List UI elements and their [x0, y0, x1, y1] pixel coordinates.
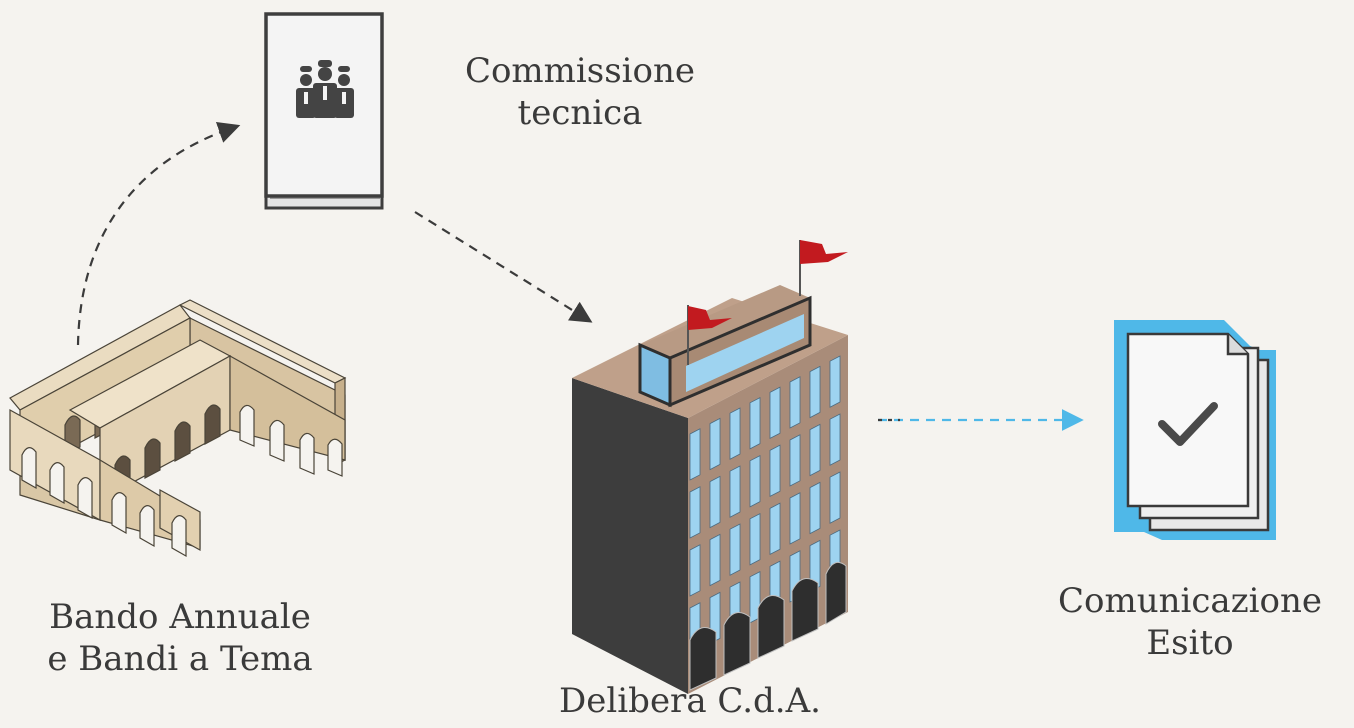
building-window [829, 355, 841, 408]
comunicazione-label: Comunicazione Esito [1030, 580, 1350, 664]
commissione-line1: Commissione [464, 51, 696, 91]
bando-line1: Bando Annuale [49, 597, 311, 637]
comunicazione-line2: Esito [1146, 623, 1234, 663]
building-window [709, 417, 721, 471]
building-window [829, 471, 841, 524]
building-window [809, 423, 821, 477]
building-window [789, 492, 801, 545]
building-window [709, 475, 721, 529]
commissione-line2: tecnica [517, 93, 643, 133]
building-window [789, 376, 801, 429]
arrow-commissione-to-delibera [414, 211, 593, 323]
bando-line2: e Bandi a Tema [47, 639, 313, 679]
building-window [749, 512, 761, 566]
arrow-bando-to-commissione [76, 121, 241, 346]
bando-label: Bando Annuale e Bandi a Tema [20, 596, 340, 680]
building-window [769, 444, 781, 498]
approved-document-icon [1114, 320, 1276, 540]
office-building-icon [572, 240, 848, 694]
building-window [769, 502, 781, 556]
book-with-workers-icon [264, 12, 384, 210]
building-window [749, 454, 761, 508]
commissione-label: Commissione tecnica [430, 50, 730, 134]
building-window [689, 544, 701, 597]
building-window [789, 434, 801, 487]
building-window [689, 486, 701, 539]
building-window [809, 481, 821, 535]
delibera-label: Delibera C.d.A. [540, 680, 840, 722]
building-window [809, 365, 821, 419]
building-window [809, 539, 821, 593]
comunicazione-line1: Comunicazione [1058, 581, 1322, 621]
building-window [749, 396, 761, 450]
building-window [729, 465, 741, 518]
building-window [729, 407, 741, 460]
arcade-building-icon [9, 299, 347, 558]
check-icon [1158, 402, 1218, 446]
building-window [689, 428, 701, 481]
building-window [829, 413, 841, 466]
building-window [729, 523, 741, 576]
delibera-line1: Delibera C.d.A. [559, 681, 821, 721]
building-window [769, 386, 781, 440]
building-window [709, 533, 721, 587]
